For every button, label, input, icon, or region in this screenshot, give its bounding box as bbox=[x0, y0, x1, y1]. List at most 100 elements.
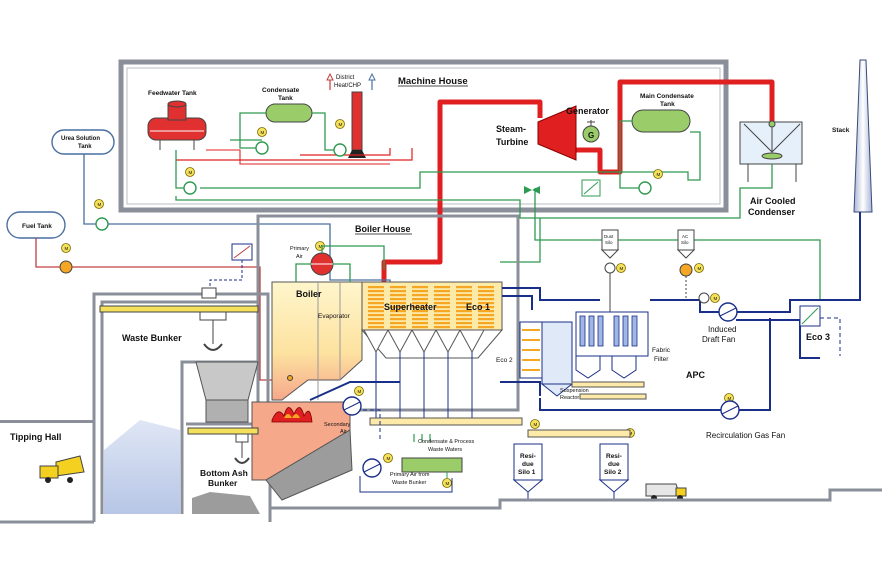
tube-bar bbox=[478, 298, 494, 301]
residue-silo1-label-1: Resi- bbox=[520, 453, 536, 460]
motor-letter: M bbox=[358, 389, 362, 394]
condensate-tank-label-1: Condensate bbox=[262, 87, 300, 94]
residue-silo-2 bbox=[598, 443, 630, 500]
motor-icon bbox=[185, 167, 195, 177]
superheater-label: Superheater bbox=[384, 302, 437, 312]
tube-bar bbox=[478, 310, 494, 313]
motor-letter: M bbox=[728, 396, 732, 401]
tube-bar bbox=[434, 290, 450, 293]
motor-letter: M bbox=[319, 244, 323, 249]
motor-letter: M bbox=[620, 266, 624, 271]
flue-gas-dashed bbox=[300, 317, 841, 440]
tube-bar bbox=[412, 314, 428, 317]
suspension-label-1: Suspension bbox=[560, 388, 589, 394]
tube-bar bbox=[390, 286, 406, 289]
motor-icon bbox=[530, 419, 540, 429]
tube-bar bbox=[368, 294, 384, 297]
tube-bar bbox=[434, 310, 450, 313]
motor-letter: M bbox=[339, 122, 343, 127]
tube-bar bbox=[478, 306, 494, 309]
urea-tank-label-1: Urea Solution bbox=[61, 136, 100, 142]
tube-bar bbox=[434, 294, 450, 297]
pump-district-icon bbox=[333, 143, 347, 157]
stack bbox=[853, 59, 873, 213]
tube-bar bbox=[456, 294, 472, 297]
motor-letter: M bbox=[261, 130, 265, 135]
tube-bar bbox=[368, 290, 384, 293]
tube-bar bbox=[478, 322, 494, 325]
motor-letter: M bbox=[387, 456, 391, 461]
tube-bar bbox=[368, 314, 384, 317]
boiler-label: Boiler bbox=[296, 289, 322, 299]
tube-bar bbox=[478, 314, 494, 317]
tube-bar bbox=[456, 326, 472, 329]
apc-label: APC bbox=[686, 370, 706, 380]
tube-bar bbox=[390, 322, 406, 325]
steam-turbine-label-1: Steam- bbox=[496, 124, 526, 134]
suspension-label-2: Reactor bbox=[560, 395, 579, 401]
tube-bar bbox=[456, 298, 472, 301]
filter-conveyors bbox=[571, 381, 647, 400]
tube-bar bbox=[456, 290, 472, 293]
motor-letter: M bbox=[534, 422, 538, 427]
tube-bar bbox=[434, 314, 450, 317]
air-cooled-label-1: Air Cooled bbox=[750, 196, 796, 206]
stack-label: Stack bbox=[832, 127, 850, 134]
tube-bar bbox=[390, 326, 406, 329]
tube-bar bbox=[478, 294, 494, 297]
tube-bar bbox=[456, 306, 472, 309]
dust-silo bbox=[600, 229, 620, 312]
ac-silo bbox=[676, 229, 710, 304]
burner-icon bbox=[287, 375, 293, 381]
steam-drum bbox=[310, 252, 334, 276]
residue-silo2-label-2: due bbox=[608, 461, 620, 468]
primary-air-preheater bbox=[201, 243, 253, 299]
generator bbox=[582, 120, 600, 143]
fabric-filter-label-2: Filter bbox=[654, 356, 669, 363]
pump-main-condensate-icon bbox=[638, 181, 652, 195]
tube-bar bbox=[368, 310, 384, 313]
dust-silo-label-1: Dust bbox=[604, 234, 614, 239]
tube-bar bbox=[368, 326, 384, 329]
feedwater-tank bbox=[147, 100, 207, 150]
motor-icon bbox=[710, 293, 720, 303]
motor-icon bbox=[383, 453, 393, 463]
tube-bar bbox=[390, 314, 406, 317]
flue-gas-ducts bbox=[309, 212, 861, 411]
tube-bar bbox=[390, 298, 406, 301]
tube-bar bbox=[390, 302, 406, 305]
ground-line bbox=[270, 488, 882, 510]
fabric-filter bbox=[575, 311, 649, 379]
motor-letter: M bbox=[714, 296, 718, 301]
condensate-ww-label-2: Waste Waters bbox=[428, 447, 462, 453]
generator-symbol: G bbox=[588, 131, 594, 140]
pump-condensate-icon bbox=[255, 141, 269, 155]
residue-silo1-label-2: due bbox=[522, 461, 534, 468]
motor-letter: M bbox=[65, 246, 69, 251]
steam-turbine bbox=[537, 105, 577, 161]
tube-bar bbox=[478, 326, 494, 329]
pumps bbox=[59, 141, 652, 274]
tube-bar bbox=[456, 322, 472, 325]
tube-bar bbox=[478, 286, 494, 289]
residue-truck-icon bbox=[645, 483, 687, 501]
tube-bar bbox=[368, 322, 384, 325]
tube-bar bbox=[368, 306, 384, 309]
district-heat-label-2: Heat/CHP bbox=[334, 83, 361, 89]
motor-letter: M bbox=[446, 481, 450, 486]
condensate-waste-water-tank bbox=[359, 434, 463, 493]
secondary-air-label-2: Air bbox=[340, 429, 347, 435]
feedwater-pump-line bbox=[206, 149, 390, 165]
condensate-tank bbox=[265, 103, 313, 123]
condensate-tank-label-2: Tank bbox=[278, 95, 293, 102]
recirculation-gas-fan bbox=[720, 400, 740, 420]
tube-bar bbox=[434, 322, 450, 325]
tube-bar bbox=[412, 298, 428, 301]
hopper-drops bbox=[375, 352, 473, 418]
motor-icon bbox=[694, 263, 704, 273]
ac-silo-label-1: AC bbox=[682, 234, 689, 239]
primary-air-wb-label-2: Waste Bunker bbox=[392, 480, 427, 486]
fire-icon bbox=[271, 407, 313, 423]
secondary-air-fan bbox=[342, 396, 362, 416]
